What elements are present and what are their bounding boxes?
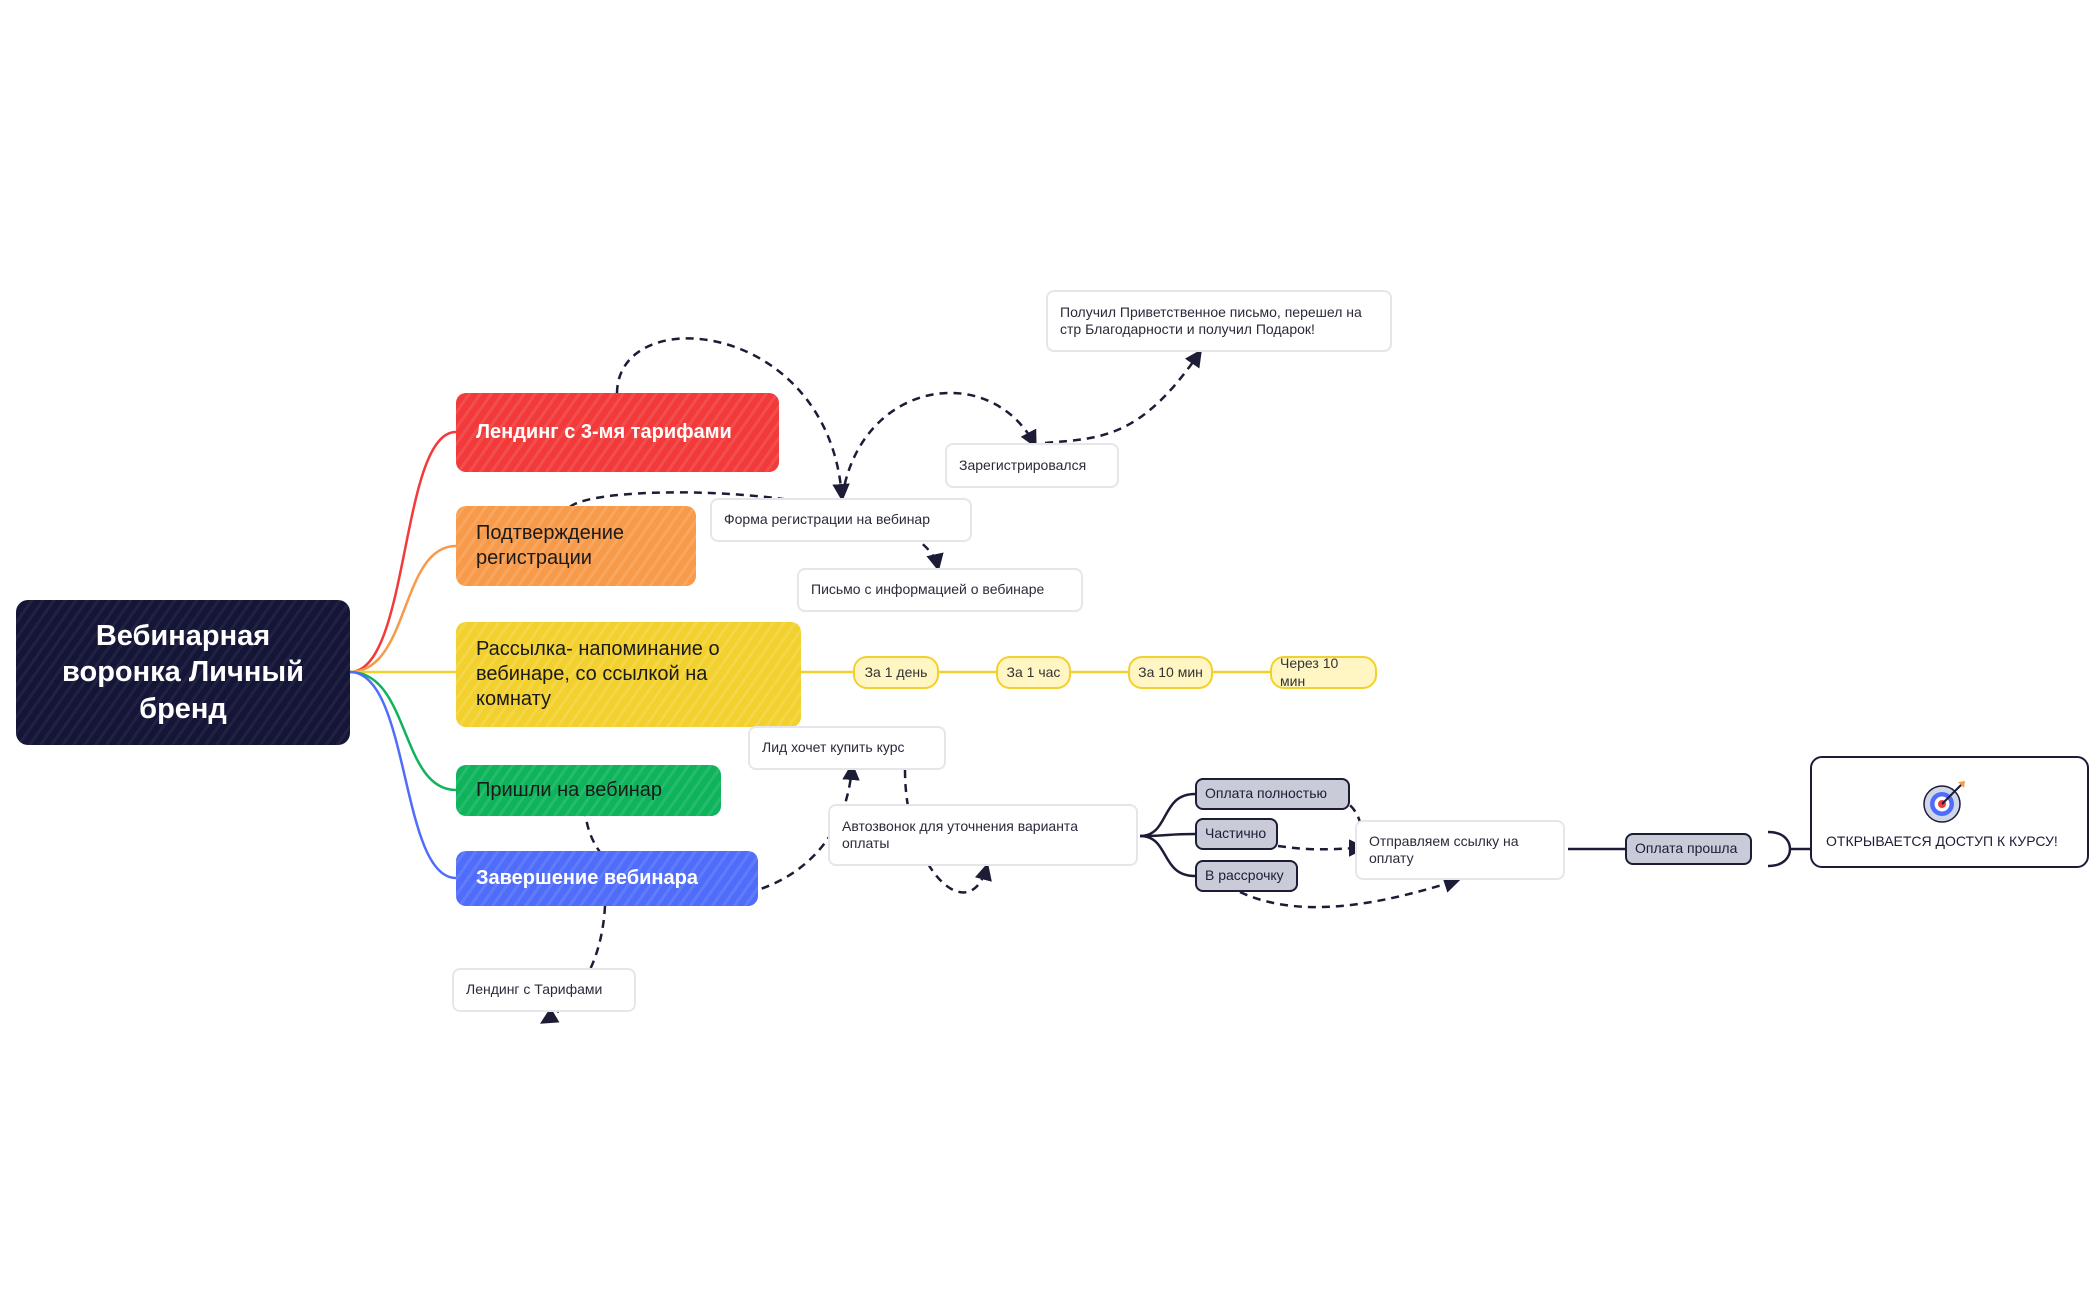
note-text: Лендинг с Тарифами	[466, 981, 603, 998]
reminder-pill[interactable]: За 1 день	[853, 656, 939, 689]
note-send-payment-link[interactable]: Отправляем ссылку на оплату	[1355, 820, 1565, 880]
branch-reminder[interactable]: Рассылка- напоминание о вебинаре, со ссы…	[456, 622, 801, 727]
branch-label: Завершение вебинара	[476, 867, 698, 889]
note-landing-tariffs[interactable]: Лендинг с Тарифами	[452, 968, 636, 1012]
option-connector-full	[1139, 792, 1196, 838]
branch-confirmation[interactable]: Подтверждение регистрации	[456, 506, 696, 586]
branch-label: Пришли на вебинар	[476, 779, 663, 801]
reminder-label: Через 10 мин	[1280, 655, 1339, 689]
reminder-pill[interactable]: Через 10 мин	[1270, 655, 1377, 689]
goal-node[interactable]: ОТКРЫВАЕТСЯ ДОСТУП К КУРСУ!	[1810, 756, 2089, 868]
branch-webinar-end[interactable]: Завершение вебинара	[456, 851, 758, 906]
branch-connector-green	[349, 670, 457, 792]
payment-option-label: В рассрочку	[1205, 867, 1284, 884]
reminder-label: За 10 мин	[1138, 663, 1203, 680]
root-title: Вебинарная воронка Личный бренд	[62, 620, 304, 725]
note-text: Зарегистрировался	[959, 456, 1087, 473]
root-node[interactable]: Вебинарная воронка Личный бренд	[16, 600, 350, 745]
reminder-pill[interactable]: За 10 мин	[1128, 656, 1213, 689]
branch-attended[interactable]: Пришли на вебинар	[456, 765, 721, 816]
target-icon	[1923, 781, 1965, 823]
note-registered[interactable]: Зарегистрировался	[945, 443, 1119, 488]
note-info-letter[interactable]: Письмо с информацией о вебинаре	[797, 568, 1083, 612]
goal-label: ОТКРЫВАЕТСЯ ДОСТУП К КУРСУ!	[1826, 832, 2058, 849]
note-text: Автозвонок для уточнения варианта оплаты	[842, 817, 1078, 852]
payment-done-bracket	[1767, 830, 1792, 868]
reminder-label: За 1 час	[1006, 663, 1061, 680]
note-welcome[interactable]: Получил Приветственное письмо, перешел н…	[1046, 290, 1392, 352]
note-text: Форма регистрации на вебинар	[724, 511, 931, 528]
note-text: Письмо с информацией о вебинаре	[811, 581, 1045, 598]
payment-done[interactable]: Оплата прошла	[1625, 833, 1752, 865]
note-wants-to-buy[interactable]: Лид хочет купить курс	[748, 726, 946, 770]
flow-installment-to-link	[1239, 875, 1462, 909]
note-text: Лид хочет купить курс	[762, 739, 905, 756]
note-text: Отправляем ссылку на оплату	[1369, 832, 1519, 867]
reminder-pill[interactable]: За 1 час	[996, 656, 1071, 689]
payment-option-label: Оплата полностью	[1205, 785, 1328, 802]
payment-option-label: Частично	[1205, 825, 1267, 842]
branch-connector-blue	[349, 670, 457, 880]
payment-option-installment[interactable]: В рассрочку	[1195, 860, 1298, 892]
note-autocall[interactable]: Автозвонок для уточнения варианта оплаты	[828, 804, 1138, 866]
option-connector-installment	[1139, 834, 1196, 878]
flow-registered-to-welcome	[1044, 349, 1202, 445]
flow-landing-to-form	[615, 337, 850, 502]
note-registration-form[interactable]: Форма регистрации на вебинар	[710, 498, 972, 542]
flow-form-to-registered	[840, 391, 1037, 499]
branch-label: Рассылка- напоминание о вебинаре, со ссы…	[476, 638, 720, 710]
branch-label: Лендинг с 3-мя тарифами	[476, 421, 732, 443]
branch-label: Подтверждение регистрации	[476, 522, 625, 569]
note-text: Получил Приветственное письмо, перешел н…	[1060, 303, 1362, 338]
reminder-label: За 1 день	[864, 663, 928, 680]
flow-partial-to-link	[1277, 839, 1367, 857]
branch-landing[interactable]: Лендинг с 3-мя тарифами	[456, 393, 779, 472]
payment-done-label: Оплата прошла	[1635, 840, 1738, 857]
branch-connector-orange	[349, 544, 457, 674]
payment-option-full[interactable]: Оплата полностью	[1195, 778, 1350, 810]
payment-option-partial[interactable]: Частично	[1195, 818, 1278, 850]
branch-connector-red	[349, 430, 457, 674]
